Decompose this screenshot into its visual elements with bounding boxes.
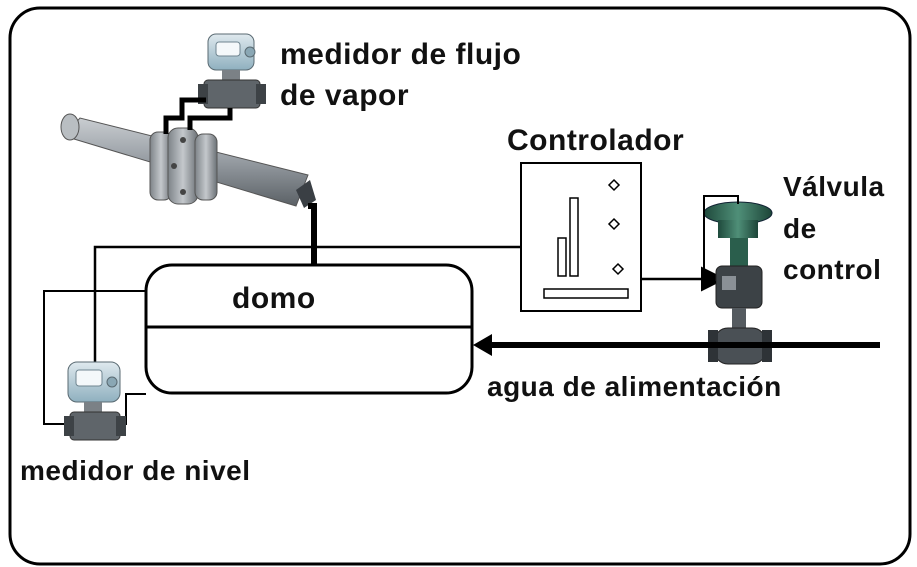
steam-flow-meter-label-line2: de vapor (280, 79, 410, 112)
flow-impulse-line-right (187, 108, 233, 130)
valve-side-tube (703, 195, 739, 283)
flow-impulse-line-left (163, 97, 206, 134)
feedwater-label: agua de alimentación (487, 371, 782, 402)
level-transmitter-icon (64, 361, 126, 441)
steam-flow-transmitter-icon (198, 33, 266, 109)
level-connection-upper (43, 290, 146, 425)
steam-outlet-line (308, 203, 317, 265)
drum-vessel (144, 263, 474, 395)
drum-label: domo (232, 282, 316, 315)
orifice-flange (149, 127, 218, 205)
valve-label-line3: control (783, 254, 882, 285)
controller-panel-icon (520, 162, 642, 312)
steam-flow-meter-label-line1: medidor de flujo (280, 38, 522, 71)
level-signal-line (93, 245, 521, 365)
valve-label-line1: Válvula (783, 171, 885, 202)
outer-frame (8, 6, 912, 566)
valve-label-line2: de (783, 213, 817, 244)
controller-label: Controlador (507, 124, 685, 157)
feedwater-arrowhead (473, 334, 492, 356)
level-meter-label: medidor de nivel (20, 455, 251, 486)
